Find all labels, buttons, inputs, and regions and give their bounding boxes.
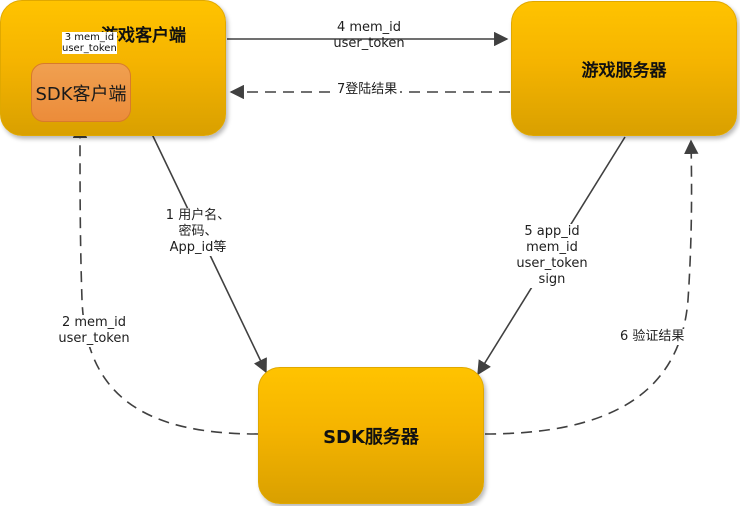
game-client-label: 游戏客户端	[101, 26, 186, 46]
sdk-client-node: SDK客户端	[31, 63, 131, 122]
edge-5-line-1: 5 app_id	[524, 224, 580, 239]
edge-6-label: 6 验证结果	[618, 329, 687, 345]
edge-1-line-1: 1 用户名、	[165, 208, 231, 223]
edge-5-line-2: mem_id	[526, 240, 578, 255]
edge-3-label: 3 mem_id user_token	[62, 32, 117, 54]
edge-1-line-3: App_id等	[169, 240, 227, 255]
sdk-server-node: SDK服务器	[258, 367, 484, 504]
edge-5-line-3: user_token	[516, 256, 588, 271]
edge-2-arrow	[72, 123, 259, 435]
edge-4-line-2: user_token	[333, 36, 405, 51]
sdk-client-label: SDK客户端	[35, 83, 127, 105]
game-server-node: 游戏服务器	[511, 1, 737, 136]
edge-2-line-2: user_token	[58, 331, 130, 346]
edge-5-line-4: sign	[538, 272, 566, 287]
edge-1-line-2: 密码、	[178, 224, 218, 239]
game-client-node: 游戏客户端 SDK客户端	[0, 0, 226, 136]
edge-7-line-1: 7登陆结果	[337, 82, 398, 97]
edge-3-line-1: 3 mem_id	[64, 32, 115, 43]
edge-2-line-1: 2 mem_id	[61, 315, 127, 330]
edge-6-line-1: 6 验证结果	[620, 329, 685, 344]
game-server-label: 游戏服务器	[581, 61, 667, 81]
edge-4-label: 4 mem_id user_token	[326, 20, 412, 52]
sdk-server-label: SDK服务器	[323, 426, 419, 448]
edge-1-label: 1 用户名、 密码、 App_id等	[162, 208, 234, 256]
edge-5-label: 5 app_id mem_id user_token sign	[512, 224, 592, 288]
edge-7-label: 7登陆结果	[334, 82, 401, 98]
edge-3-line-2: user_token	[62, 43, 117, 54]
edge-2-label: 2 mem_id user_token	[52, 315, 136, 347]
edge-4-line-1: 4 mem_id	[336, 20, 402, 35]
